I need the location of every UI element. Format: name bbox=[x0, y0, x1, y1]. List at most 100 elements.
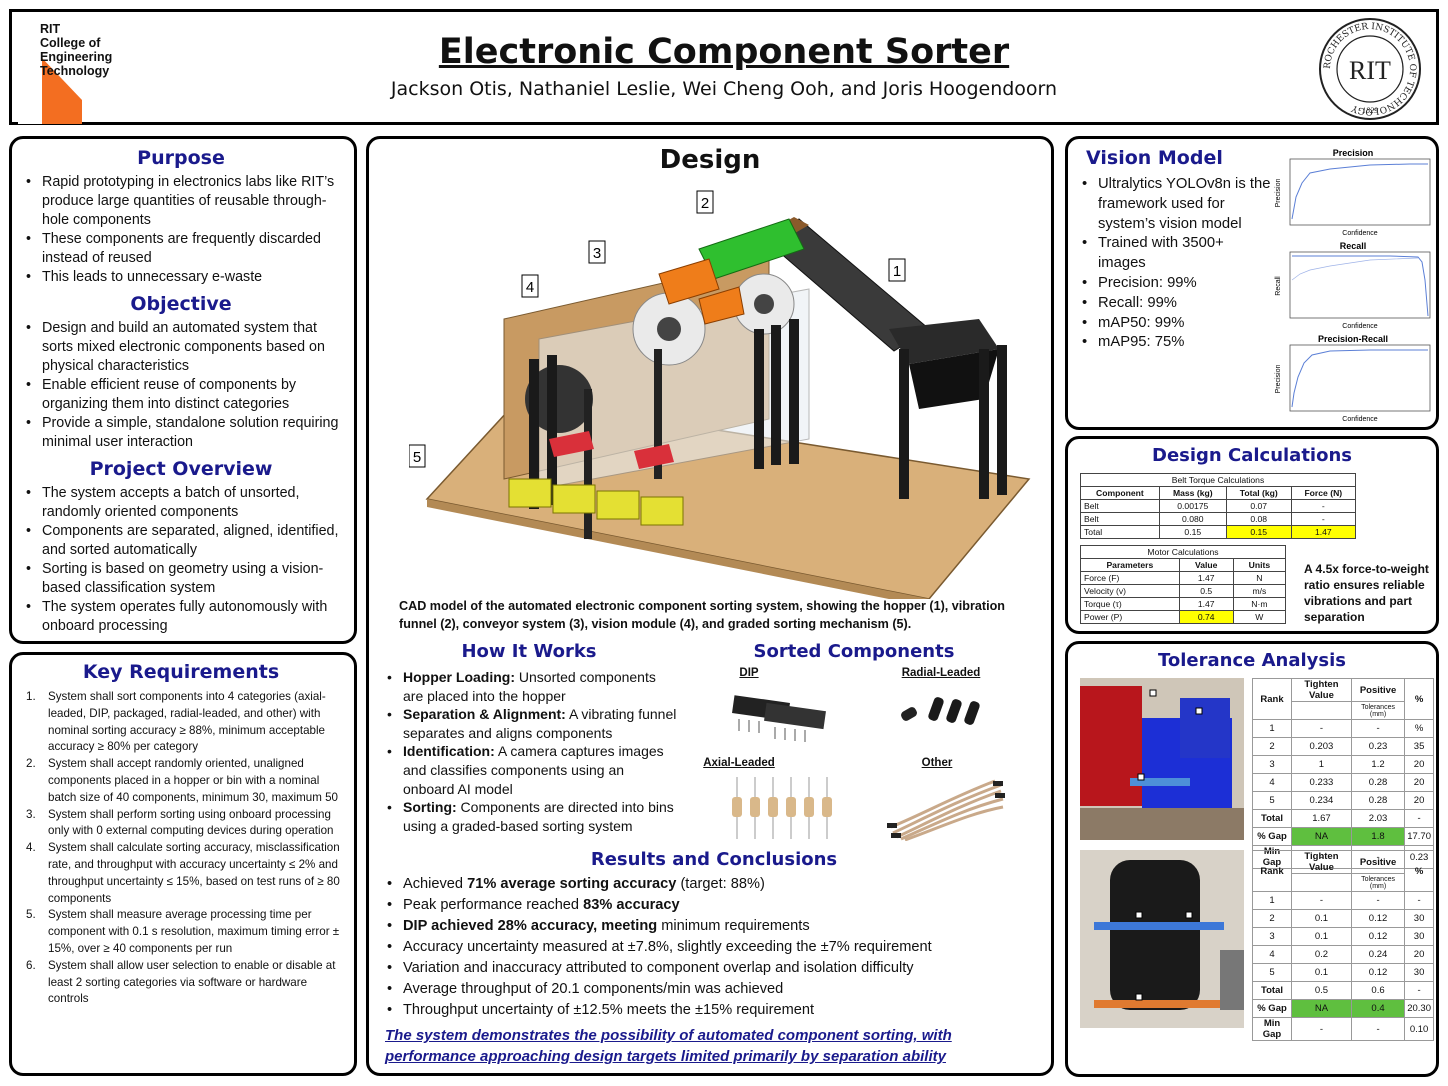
rit-logo bbox=[18, 20, 138, 124]
list-item: 2.System shall accept randomly oriented,… bbox=[26, 757, 338, 804]
sorted-heading: Sorted Components bbox=[753, 641, 955, 662]
tolerance-analysis-panel: Tolerance Analysis Rank Tighten Value Po… bbox=[1065, 641, 1439, 1077]
tolerance-heading: Tolerance Analysis bbox=[1157, 650, 1346, 671]
recall-curve-chart: Recall Confidence Recall bbox=[1275, 241, 1431, 330]
design-heading: Design bbox=[659, 145, 761, 175]
poster-authors: Jackson Otis, Nathaniel Leslie, Wei Chen… bbox=[390, 78, 1058, 100]
list-item: These components are frequently discarde… bbox=[18, 230, 344, 268]
svg-text:RIT: RIT bbox=[1349, 56, 1391, 85]
sorted-components: Sorted Components DIP Radial-Leaded Axia… bbox=[689, 641, 1019, 841]
tolerance-cad-image-2 bbox=[1080, 850, 1244, 1028]
list-item: Ultralytics YOLOv8n is the framework use… bbox=[1074, 175, 1274, 234]
svg-text:Confidence: Confidence bbox=[1342, 230, 1378, 237]
results-heading: Results and Conclusions bbox=[590, 849, 838, 870]
list-item: Variation and inaccuracy attributed to c… bbox=[379, 958, 1049, 979]
list-item: Components are separated, aligned, ident… bbox=[18, 522, 344, 560]
list-item: Achieved 71% average sorting accuracy (t… bbox=[379, 874, 1049, 895]
design-calculations-panel: Design Calculations Belt Torque Calculat… bbox=[1065, 436, 1439, 634]
list-item: This leads to unnecessary e-waste bbox=[18, 268, 344, 287]
requirements-panel: Key Requirements 1.System shall sort com… bbox=[9, 652, 357, 1076]
conclusion-statement: The system demonstrates the possibility … bbox=[385, 1027, 952, 1065]
list-item: Recall: 99% bbox=[1074, 294, 1274, 314]
objective-list: Design and build an automated system tha… bbox=[18, 319, 344, 452]
cad-caption: CAD model of the automated electronic co… bbox=[399, 599, 1005, 631]
list-item: Sorting: Components are directed into bi… bbox=[379, 798, 679, 835]
radial-image bbox=[901, 697, 980, 725]
list-item: 6.System shall allow user selection to e… bbox=[26, 958, 336, 1006]
list-item: Design and build an automated system tha… bbox=[18, 319, 344, 376]
svg-text:Precision-Recall: Precision-Recall bbox=[1318, 334, 1388, 344]
svg-text:Confidence: Confidence bbox=[1342, 416, 1378, 423]
requirements-heading: Key Requirements bbox=[82, 661, 280, 683]
callout-conveyor: 3 bbox=[593, 245, 601, 262]
list-item: Precision: 99% bbox=[1074, 274, 1274, 294]
dip-label: DIP bbox=[739, 667, 759, 679]
design-panel: Design bbox=[366, 136, 1054, 1076]
purpose-list: Rapid prototyping in electronics labs li… bbox=[18, 173, 344, 287]
purpose-objective-panel: Purpose Rapid prototyping in electronics… bbox=[9, 136, 357, 644]
svg-text:1829: 1829 bbox=[1362, 106, 1378, 115]
list-item: Enable efficient reuse of components by … bbox=[18, 376, 344, 414]
list-item: The system accepts a batch of unsorted, … bbox=[18, 484, 344, 522]
overview-list: The system accepts a batch of unsorted, … bbox=[18, 484, 344, 636]
tolerance-cad-image-1 bbox=[1080, 678, 1244, 840]
svg-text:Precision: Precision bbox=[1333, 148, 1374, 158]
purpose-heading: Purpose bbox=[137, 147, 225, 169]
vision-heading: Vision Model bbox=[1086, 147, 1223, 169]
table-row: 1--% bbox=[1252, 719, 1434, 738]
requirements-list: 1.System shall sort components into 4 ca… bbox=[18, 689, 344, 1008]
results-conclusions: Results and Conclusions Achieved 71% ave… bbox=[379, 849, 1049, 1067]
calc-heading: Design Calculations bbox=[1152, 445, 1352, 466]
poster-header: RIT College of Engineering Technology El… bbox=[9, 9, 1439, 125]
svg-text:Confidence: Confidence bbox=[1342, 323, 1378, 330]
cad-model-image: 1 2 3 4 5 bbox=[408, 179, 1049, 607]
dip-image bbox=[732, 695, 826, 742]
how-it-works: How It Works Hopper Loading: Unsorted co… bbox=[379, 641, 679, 835]
table-row: 1--- bbox=[1252, 891, 1434, 910]
list-item: 4.System shall calculate sorting accurac… bbox=[26, 841, 340, 905]
svg-text:Precision: Precision bbox=[1275, 365, 1282, 394]
list-item: Peak performance reached 83% accuracy bbox=[379, 895, 1049, 916]
list-item: Rapid prototyping in electronics labs li… bbox=[18, 173, 344, 230]
list-item: Provide a simple, standalone solution re… bbox=[18, 414, 344, 452]
callout-funnel: 2 bbox=[701, 195, 709, 212]
list-item: 5.System shall measure average processin… bbox=[26, 908, 340, 955]
list-item: Separation & Alignment: A vibrating funn… bbox=[379, 705, 679, 742]
list-item: Identification: A camera captures images… bbox=[379, 742, 679, 798]
tolerance-table-1: Rank Tighten Value Positive % Tolerances… bbox=[1252, 678, 1434, 869]
callout-sorting: 5 bbox=[413, 449, 421, 466]
precision-recall-chart: Precision-Recall Confidence Precision bbox=[1275, 334, 1431, 423]
rit-seal: ROCHESTER INSTITUTE OF TECHNOLOGY RIT 18… bbox=[1318, 17, 1422, 121]
vision-model-panel: Vision Model Ultralytics YOLOv8n is the … bbox=[1065, 136, 1439, 430]
list-item: Sorting is based on geometry using a vis… bbox=[18, 560, 344, 598]
table-row: Min Gap--0.10 bbox=[1252, 1017, 1434, 1041]
list-item: Hopper Loading: Unsorted components are … bbox=[379, 668, 679, 705]
other-image bbox=[887, 779, 1005, 841]
objective-heading: Objective bbox=[130, 293, 232, 315]
list-item: 3.System shall perform sorting using onb… bbox=[26, 807, 334, 838]
list-item: mAP95: 75% bbox=[1074, 333, 1274, 353]
vision-list: Ultralytics YOLOv8n is the framework use… bbox=[1074, 175, 1274, 353]
svg-text:Precision: Precision bbox=[1275, 179, 1282, 208]
overview-heading: Project Overview bbox=[89, 458, 273, 480]
list-item: Trained with 3500+ images bbox=[1074, 234, 1274, 274]
axial-image bbox=[732, 777, 832, 839]
list-item: 1.System shall sort components into 4 ca… bbox=[26, 690, 326, 754]
